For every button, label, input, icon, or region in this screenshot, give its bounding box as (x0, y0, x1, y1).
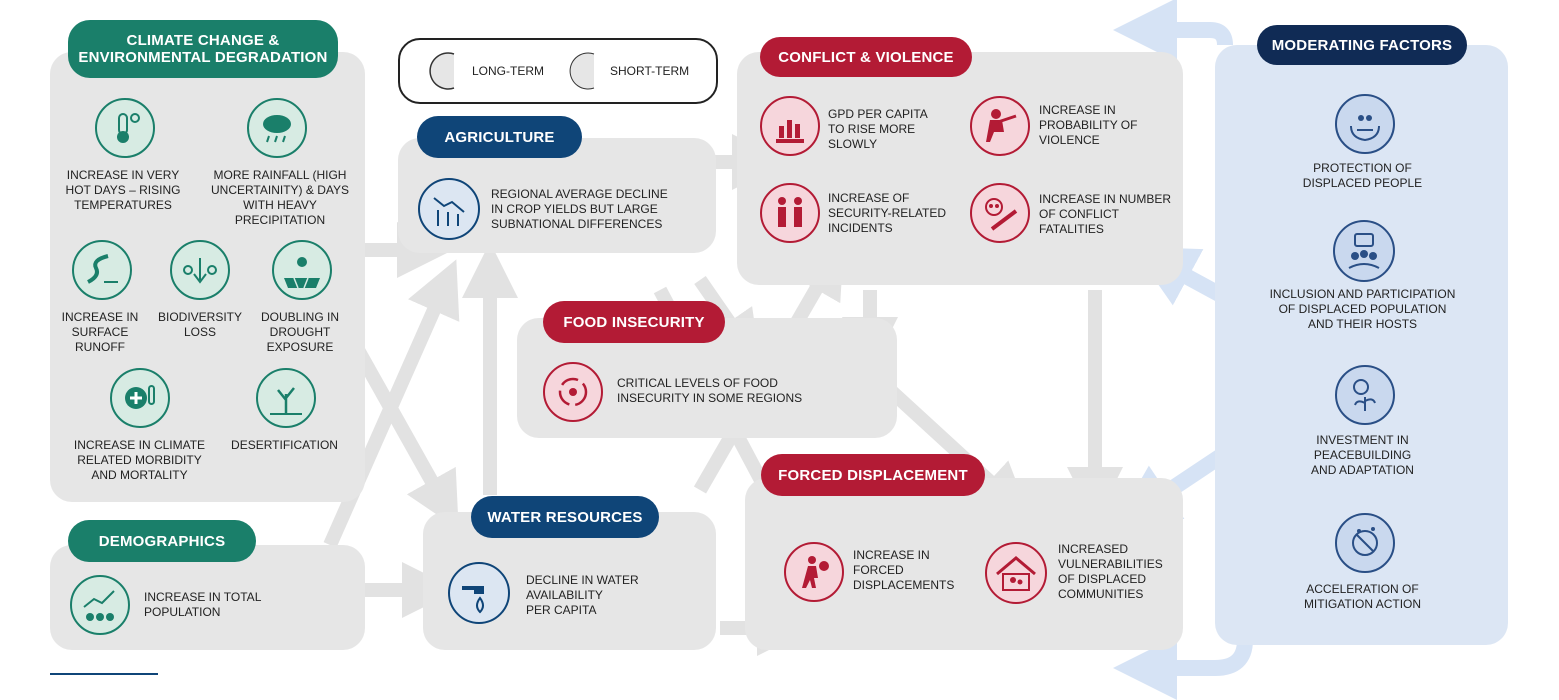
agriculture-title: AGRICULTURE (444, 128, 555, 146)
security-guards-icon (760, 183, 820, 243)
conflict-title-pill: CONFLICT & VIOLENCE (760, 37, 972, 77)
arrow-moderating-bottom (1113, 636, 1253, 700)
food-title-pill: FOOD INSECURITY (543, 301, 725, 343)
displacement-title: FORCED DISPLACEMENT (778, 466, 968, 484)
agriculture-title-pill: AGRICULTURE (417, 116, 582, 158)
conflict-panel (737, 52, 1183, 285)
water-tap-icon (448, 562, 510, 624)
shelter-family-icon (985, 542, 1047, 604)
water-title-pill: WATER RESOURCES (471, 496, 659, 538)
conflict-title: CONFLICT & VIOLENCE (778, 48, 954, 66)
displacement-title-pill: FORCED DISPLACEMENT (761, 454, 985, 496)
legend-short-term: SHORT-TERM (610, 64, 690, 78)
food-title: FOOD INSECURITY (563, 313, 705, 331)
drought-icon (272, 240, 332, 300)
demographics-title: DEMOGRAPHICS (98, 532, 226, 550)
crop-decline-icon (418, 178, 480, 240)
legend: LONG-TERM SHORT-TERM (398, 38, 718, 104)
arrow-moderating-top (1113, 0, 1233, 62)
population-growth-icon (70, 575, 130, 635)
climate-item-label: DESERTIFICATION (231, 438, 338, 452)
person-carrying-bundle-icon (784, 542, 844, 602)
demographics-title-pill: DEMOGRAPHICS (68, 520, 256, 562)
water-title: WATER RESOURCES (487, 508, 643, 526)
skull-rifle-icon (970, 183, 1030, 243)
footnote-divider (50, 673, 158, 675)
co2-mitigation-icon (1335, 513, 1395, 573)
thermometer-sun-icon (95, 98, 155, 158)
food-cycle-icon (543, 362, 603, 422)
long-term-arc-icon (429, 52, 455, 90)
climate-title-line2: ENVIRONMENTAL DEGRADATION (78, 49, 328, 66)
rain-cloud-icon (247, 98, 307, 158)
investment-plant-icon (1335, 365, 1395, 425)
climate-title-pill: CLIMATE CHANGE & ENVIRONMENTAL DEGRADATI… (68, 20, 338, 78)
moderating-title-pill: MODERATING FACTORS (1257, 25, 1467, 65)
moderating-title: MODERATING FACTORS (1271, 36, 1453, 54)
protection-hands-icon (1335, 94, 1395, 154)
gdp-chart-icon (760, 96, 820, 156)
desertification-icon (256, 368, 316, 428)
participation-group-icon (1333, 220, 1395, 282)
soldier-kneeling-icon (970, 96, 1030, 156)
river-runoff-icon (72, 240, 132, 300)
legend-long-term: LONG-TERM (472, 64, 544, 78)
health-thermometer-icon (110, 368, 170, 428)
biodiversity-icon (170, 240, 230, 300)
short-term-arc-icon (569, 52, 595, 90)
climate-title-line1: CLIMATE CHANGE & (126, 32, 280, 49)
